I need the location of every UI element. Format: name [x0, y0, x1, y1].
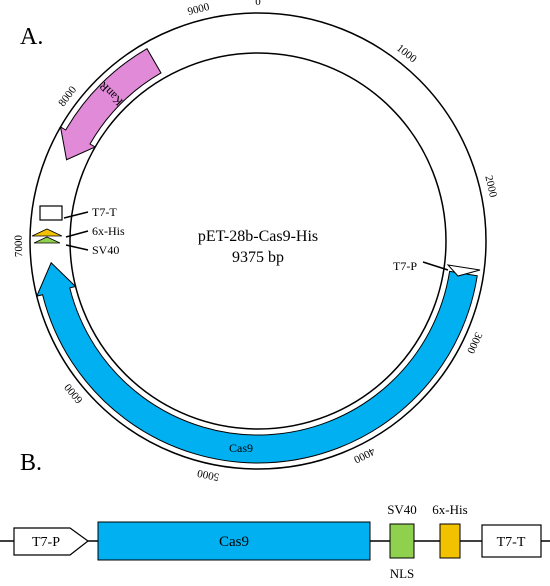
t7-terminator-leader [63, 211, 89, 219]
t7-terminator-box [39, 205, 63, 221]
t7-promoter-leader [422, 261, 449, 271]
cas9-label: Cas9 [229, 441, 253, 455]
t7-promoter-marker [446, 264, 481, 277]
construct-his-label: 6x-His [432, 502, 467, 517]
sv40-leader [65, 244, 89, 251]
construct-nls-label: NLS [390, 566, 415, 581]
tick-label-5000: 5000 [196, 467, 221, 483]
kanr-feature-arrow [59, 48, 162, 161]
panel-a-label: A. [20, 24, 43, 50]
construct-t7p-label: T7-P [32, 535, 60, 550]
construct-cas9-box [97, 521, 371, 561]
panel-b-label: B. [20, 450, 42, 476]
tick-label-3000: 3000 [464, 330, 484, 355]
his-tag-leader [65, 230, 89, 238]
sv40-label: SV40 [92, 243, 119, 257]
tick-label-6000: 6000 [62, 381, 86, 406]
tick-label-7000: 7000 [13, 234, 25, 257]
t7-terminator-label: T7-T [92, 205, 117, 219]
construct-t7p-arrow [13, 527, 90, 556]
tick-label-2000: 2000 [482, 174, 499, 199]
tick-label-0: 0 [255, 0, 261, 8]
construct-his-box [439, 523, 461, 559]
t7-promoter-label: T7-P [393, 259, 417, 273]
construct-t7t-label: T7-T [497, 535, 526, 550]
tick-label-1000: 1000 [394, 42, 419, 65]
construct-t7t-box [481, 524, 542, 558]
linear-construct: T7-P Cas9 SV40 NLS 6x-His T7-T [0, 502, 550, 581]
his-tag-marker [31, 228, 63, 237]
his-tag-label: 6x-His [92, 224, 125, 238]
sv40-marker [33, 236, 61, 244]
tick-label-9000: 9000 [186, 1, 211, 18]
backbone-inner-circle [69, 52, 447, 430]
cas9-feature-arrow [35, 261, 478, 464]
construct-cas9-label: Cas9 [219, 534, 249, 550]
plasmid-map: T7-T 6x-His SV40 T7-P KanR Cas9 pET-28b-… [13, 0, 499, 483]
plasmid-size: 9375 bp [232, 249, 284, 266]
backbone-outer-circle [29, 12, 487, 470]
plasmid-name: pET-28b-Cas9-His [198, 228, 318, 245]
tick-label-8000: 8000 [56, 84, 79, 109]
construct-sv40-box [389, 523, 415, 559]
construct-sv40-label: SV40 [387, 502, 417, 517]
